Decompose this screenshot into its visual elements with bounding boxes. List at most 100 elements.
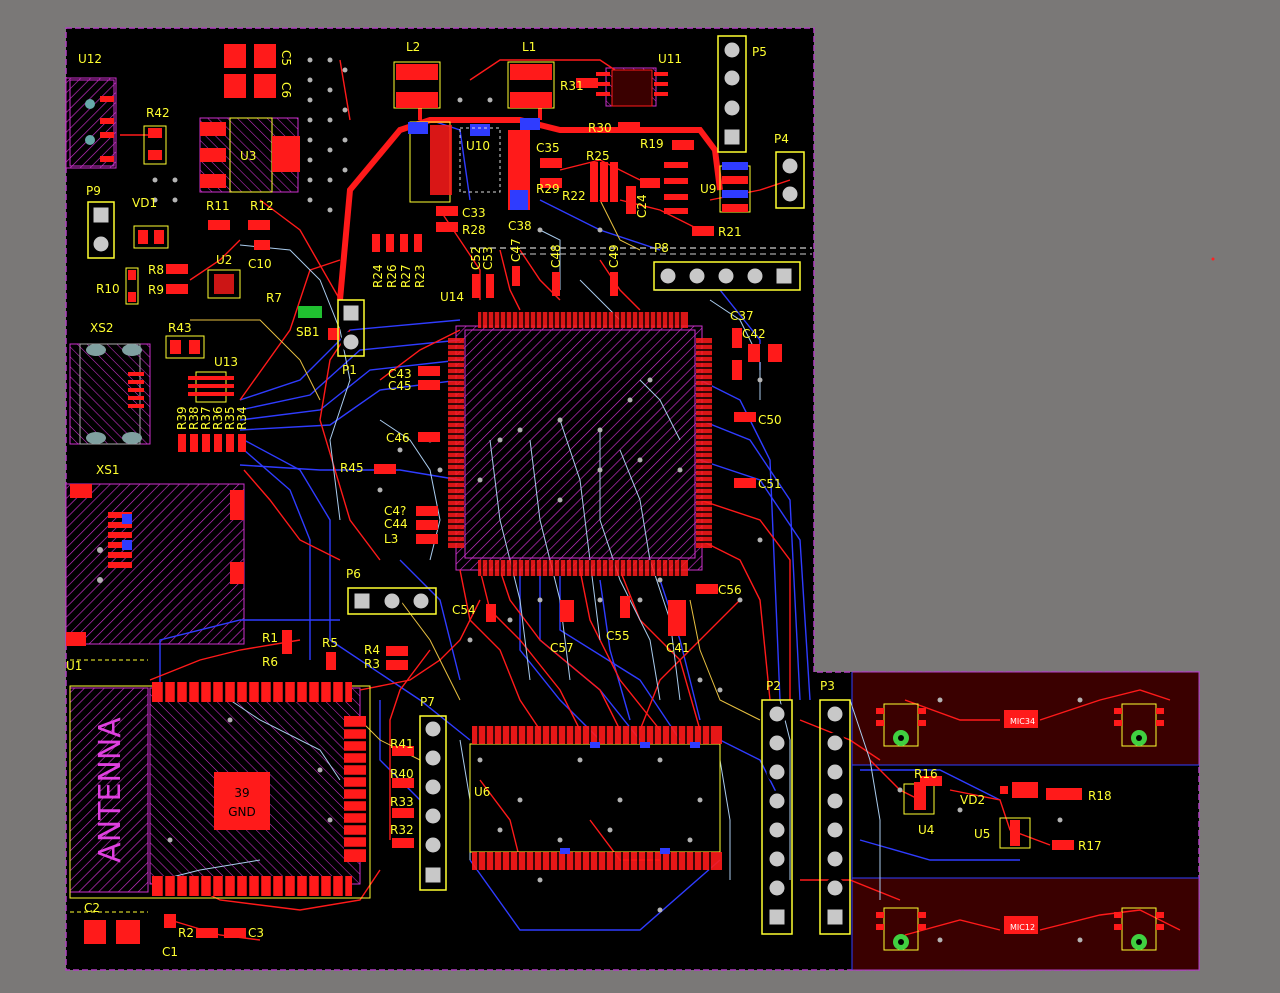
designator-xs2: XS2 xyxy=(90,321,113,335)
designator-r36: R36 xyxy=(211,406,225,430)
designator-c53: C53 xyxy=(481,246,495,270)
designator-p2: P2 xyxy=(766,679,781,693)
designator-l3: L3 xyxy=(384,532,398,546)
designator-u10: U10 xyxy=(466,139,490,153)
designator-mic12: MIC12 xyxy=(1010,923,1035,932)
designator-r17: R17 xyxy=(1078,839,1102,853)
designator-u9: U9 xyxy=(700,182,716,196)
designator-c48: C48 xyxy=(549,244,563,268)
designator-c1: C1 xyxy=(162,945,178,959)
designator-r34: R34 xyxy=(235,406,249,430)
designator-c49: C49 xyxy=(607,244,621,268)
designator-r43: R43 xyxy=(168,321,192,335)
designator-c35: C35 xyxy=(536,141,560,155)
designator-c10: C10 xyxy=(248,257,272,271)
designator-r35: R35 xyxy=(223,406,237,430)
designator-r27: R27 xyxy=(399,264,413,288)
designator-c41: C41 xyxy=(666,641,690,655)
bottom-layer-traces xyxy=(159,119,1020,931)
designator-r30: R30 xyxy=(588,121,612,135)
designator-r1: R1 xyxy=(262,631,278,645)
designator-p6: P6 xyxy=(346,567,361,581)
designator-u5: U5 xyxy=(974,827,990,841)
designator-p5: P5 xyxy=(752,45,767,59)
designator-c2: C2 xyxy=(84,901,100,915)
designator-c37: C37 xyxy=(730,309,754,323)
designator-c33: C33 xyxy=(462,206,486,220)
designator-c5: C5 xyxy=(279,50,293,66)
connector-u12[interactable] xyxy=(69,79,115,167)
designator-r18: R18 xyxy=(1088,789,1112,803)
designator-c6: C6 xyxy=(279,82,293,98)
designator-c56: C56 xyxy=(718,583,742,597)
designator-r16: R16 xyxy=(914,767,938,781)
designator-u2: U2 xyxy=(216,253,232,267)
designator-r7: R7 xyxy=(266,291,282,305)
designator-c55: C55 xyxy=(606,629,630,643)
designator-p8: P8 xyxy=(654,241,669,255)
designator-r31: R31 xyxy=(560,79,584,93)
designator-u12: U12 xyxy=(78,52,102,66)
vias xyxy=(97,57,1083,943)
designator-r25: R25 xyxy=(586,149,610,163)
designator-p3: P3 xyxy=(820,679,835,693)
designator-mic34: MIC34 xyxy=(1010,717,1035,726)
designator-p1: P1 xyxy=(342,363,357,377)
designator-c50: C50 xyxy=(758,413,782,427)
usb-connector-xs2[interactable] xyxy=(79,343,144,445)
designator-vd1: VD1 xyxy=(132,196,157,210)
designator-u6: U6 xyxy=(474,785,490,799)
designator-r29: R29 xyxy=(536,182,560,196)
designator-l2: L2 xyxy=(406,40,420,54)
designator-r22: R22 xyxy=(562,189,586,203)
designator-r2: R2 xyxy=(178,926,194,940)
designator-p9: P9 xyxy=(86,184,101,198)
wifi-module-u1[interactable]: 39 GND ANTENNA xyxy=(69,659,371,913)
designator-r39: R39 xyxy=(175,406,189,430)
designator-r32: R32 xyxy=(390,823,414,837)
designator-u4: U4 xyxy=(918,823,934,837)
designator-c3: C3 xyxy=(248,926,264,940)
designator-r45: R45 xyxy=(340,461,364,475)
small-passives xyxy=(164,78,1082,938)
designator-r26: R26 xyxy=(385,264,399,288)
designator-r12: R12 xyxy=(250,199,274,213)
power-section[interactable] xyxy=(84,44,1038,944)
designator-r41: R41 xyxy=(390,737,414,751)
header-pins[interactable] xyxy=(87,35,851,935)
designator-r28: R28 xyxy=(462,223,486,237)
designator-r6: R6 xyxy=(262,655,278,669)
designator-r9: R9 xyxy=(148,283,164,297)
designator-r8: R8 xyxy=(148,263,164,277)
designator-c46: C46 xyxy=(386,431,410,445)
designator-c52: C52 xyxy=(469,246,483,270)
mcu-u14-footprint[interactable] xyxy=(448,312,712,576)
designator-xs1: XS1 xyxy=(96,463,119,477)
designator-r42: R42 xyxy=(146,106,170,120)
ground-pad-number: 39 xyxy=(234,786,249,800)
designator-r23: R23 xyxy=(413,264,427,288)
designator-r21: R21 xyxy=(718,225,742,239)
designator-c51: C51 xyxy=(758,477,782,491)
antenna-label: ANTENNA xyxy=(93,717,128,863)
ground-pad-label: GND xyxy=(228,805,256,819)
designator-c24: C24 xyxy=(635,194,649,218)
designator-r11: R11 xyxy=(206,199,230,213)
designator-u3: U3 xyxy=(240,149,256,163)
designator-r10: R10 xyxy=(96,282,120,296)
designator-l1: L1 xyxy=(522,40,536,54)
designator-vd2: VD2 xyxy=(960,793,985,807)
designator-r38: R38 xyxy=(187,406,201,430)
designator-p7: P7 xyxy=(420,695,435,709)
sd-connector-xs1[interactable] xyxy=(66,484,244,646)
designator-r5: R5 xyxy=(322,636,338,650)
designator-p4: P4 xyxy=(774,132,789,146)
microphone-footprints[interactable] xyxy=(876,703,1164,951)
designator-u11: U11 xyxy=(658,52,682,66)
designator-r37: R37 xyxy=(199,406,213,430)
designator-r19: R19 xyxy=(640,137,664,151)
ic-u6-footprint[interactable] xyxy=(469,726,722,870)
designator-c45: C45 xyxy=(388,379,412,393)
